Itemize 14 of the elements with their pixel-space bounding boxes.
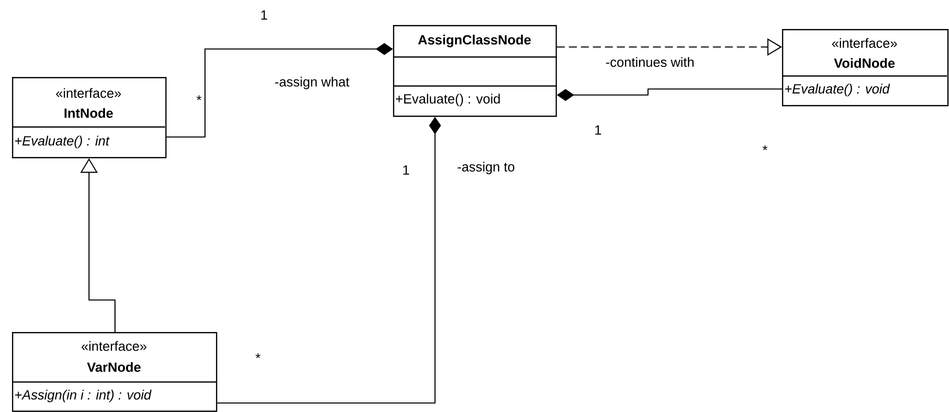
class-box: «interface» VarNode +Assign(in i : int) : void — [12, 332, 218, 412]
multiplicity-label: 1 — [261, 10, 268, 20]
multiplicity-label: 1 — [595, 125, 602, 135]
role-label: -assign to — [456, 160, 516, 176]
composition-connector — [166, 43, 393, 138]
multiplicity-label: * — [762, 145, 768, 150]
multiplicity-label: * — [196, 95, 202, 100]
class-box: «interface» IntNode +Evaluate() : int — [12, 77, 167, 158]
multiplicity-label: 1 — [403, 165, 410, 175]
role-label: -assign what — [273, 75, 351, 91]
class-box: AssignClassNode +Evaluate() : void — [393, 25, 557, 117]
multiplicity-label: * — [256, 353, 260, 358]
role-label: -continues with — [604, 56, 696, 68]
class-box: «interface» VoidNode +Evaluate() : void — [782, 29, 949, 106]
